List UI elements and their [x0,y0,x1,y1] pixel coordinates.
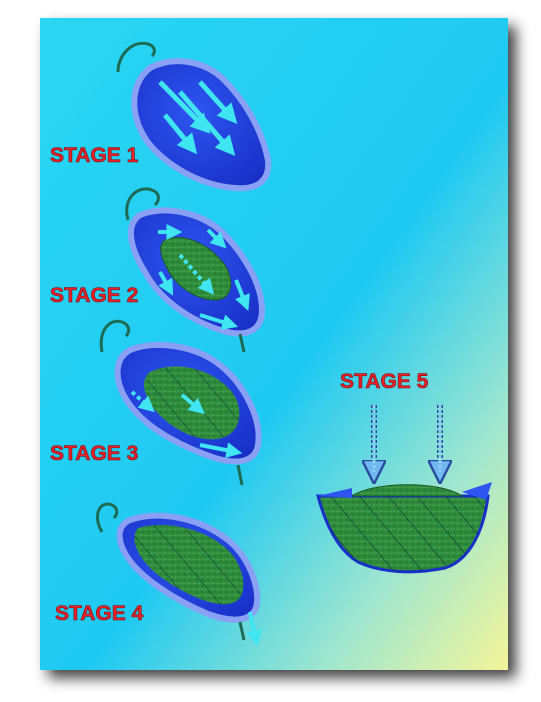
panel-background [40,18,508,670]
stage-2-label: STAGE 2 [50,284,138,307]
stage-1-label: STAGE 1 [50,144,139,167]
stage-4-label: STAGE 4 [55,602,144,625]
stage-5-label: STAGE 5 [340,370,429,393]
stage-3-label: STAGE 3 [50,442,138,465]
